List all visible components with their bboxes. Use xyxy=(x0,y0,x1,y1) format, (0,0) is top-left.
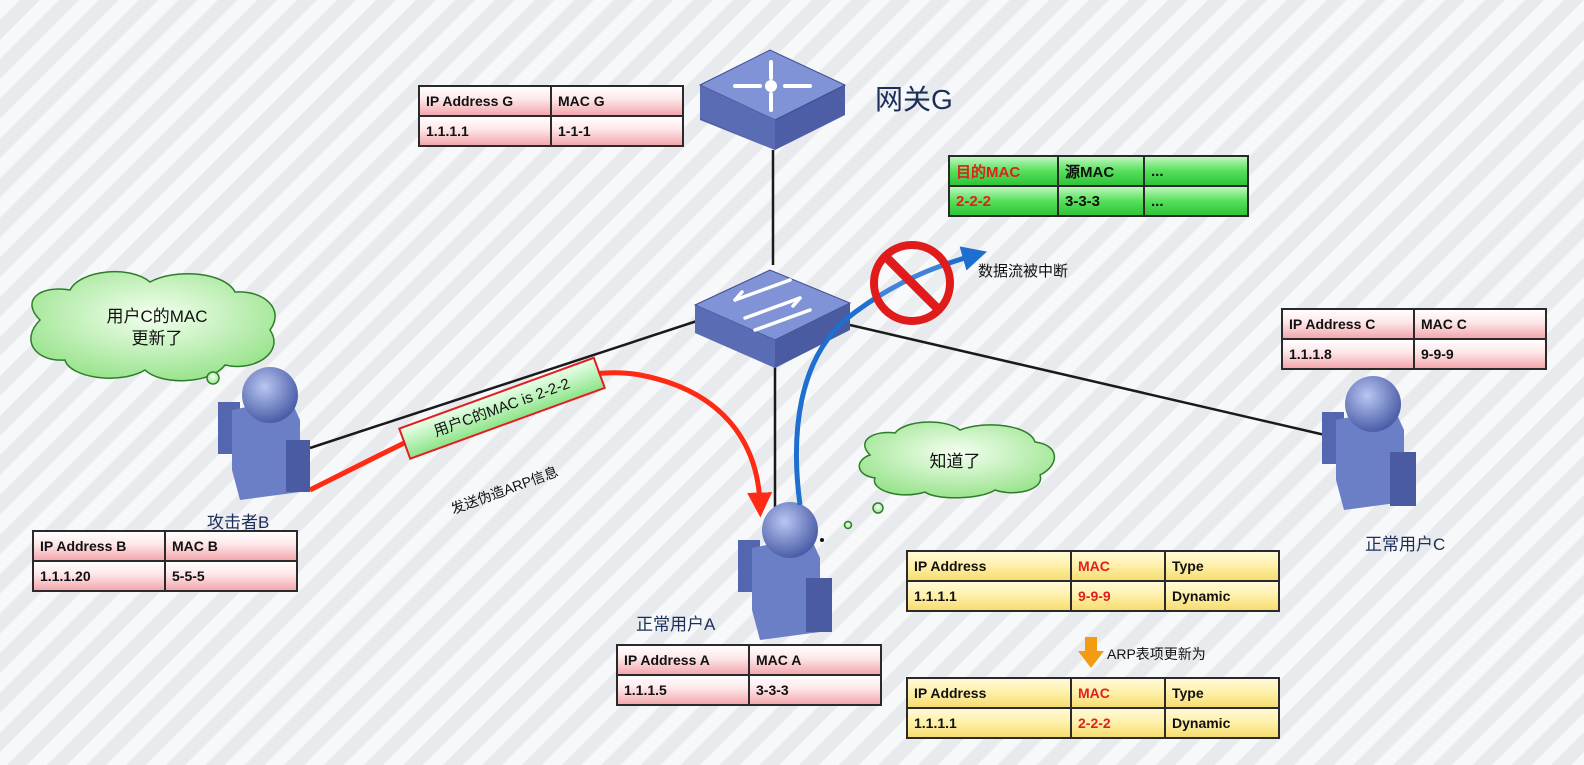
gateway-mac-header: MAC G xyxy=(550,85,684,117)
user-a-label: 正常用户A xyxy=(636,615,716,634)
attacker-cloud-line2: 更新了 xyxy=(131,329,183,348)
blocked-icon xyxy=(870,241,954,325)
arp-after-mac: 2-2-2 xyxy=(1070,707,1166,739)
frame-header-table: 目的MAC 源MAC ... 2-2-2 3-3-3 ... xyxy=(948,155,1249,217)
attacker-mac-table: IP Address B MAC B 1.1.1.20 5-5-5 xyxy=(32,530,298,592)
arp-after-ip: 1.1.1.1 xyxy=(906,707,1072,739)
user-c-ip: 1.1.1.8 xyxy=(1281,338,1415,370)
gateway-router-icon xyxy=(698,49,847,150)
user-a-mac-header: MAC A xyxy=(748,644,882,676)
user-a-mac: 3-3-3 xyxy=(748,674,882,706)
frame-more-value: ... xyxy=(1143,185,1249,217)
user-c-mac: 9-9-9 xyxy=(1413,338,1547,370)
user-a-ip-header: IP Address A xyxy=(616,644,750,676)
src-mac-header: 源MAC xyxy=(1057,155,1145,187)
gateway-label: 网关G xyxy=(875,84,953,115)
arp-after-type: Dynamic xyxy=(1164,707,1280,739)
attacker-ip: 1.1.1.20 xyxy=(32,560,166,592)
dst-mac-header: 目的MAC xyxy=(948,155,1059,187)
src-mac-value: 3-3-3 xyxy=(1057,185,1145,217)
arp-update-label: ARP表项更新为 xyxy=(1107,646,1206,662)
network-links xyxy=(309,150,1326,515)
user-c-mac-header: MAC C xyxy=(1413,308,1547,340)
arp-after-mac-header: MAC xyxy=(1070,677,1166,709)
user-a-person-icon xyxy=(738,502,832,640)
gateway-mac: 1-1-1 xyxy=(550,115,684,147)
user-a-ip: 1.1.1.5 xyxy=(616,674,750,706)
gateway-mac-table: IP Address G MAC G 1.1.1.1 1-1-1 xyxy=(418,85,684,147)
user-c-ip-header: IP Address C xyxy=(1281,308,1415,340)
dst-mac-value: 2-2-2 xyxy=(948,185,1059,217)
user-a-thought-cloud xyxy=(820,421,1056,542)
switch-icon xyxy=(693,269,852,368)
user-c-mac-table: IP Address C MAC C 1.1.1.8 9-9-9 xyxy=(1281,308,1547,370)
arp-after-ip-header: IP Address xyxy=(906,677,1072,709)
attacker-cloud-text: 用户C的MAC 更新了 xyxy=(62,306,252,350)
gateway-ip-header: IP Address G xyxy=(418,85,552,117)
user-a-mac-table: IP Address A MAC A 1.1.1.5 3-3-3 xyxy=(616,644,882,706)
user-a-cloud-text: 知道了 xyxy=(929,452,981,471)
attacker-mac-header: MAC B xyxy=(164,530,298,562)
link-switch-attacker xyxy=(309,318,701,450)
update-arrow-icon xyxy=(1078,637,1104,668)
gateway-ip: 1.1.1.1 xyxy=(418,115,552,147)
attacker-label: 攻击者B xyxy=(207,513,270,532)
attacker-ip-header: IP Address B xyxy=(32,530,166,562)
arp-after-type-header: Type xyxy=(1164,677,1280,709)
attacker-mac: 5-5-5 xyxy=(164,560,298,592)
attacker-person-icon xyxy=(218,367,310,500)
arp-before-ip-header: IP Address xyxy=(906,550,1072,582)
arp-before-ip: 1.1.1.1 xyxy=(906,580,1072,612)
arp-before-mac: 9-9-9 xyxy=(1070,580,1166,612)
user-c-label: 正常用户C xyxy=(1365,535,1446,554)
blocked-label: 数据流被中断 xyxy=(978,263,1069,280)
arp-before-type-header: Type xyxy=(1164,550,1280,582)
arp-table-after: IP Address MAC Type 1.1.1.1 2-2-2 Dynami… xyxy=(906,677,1280,739)
arp-table-before: IP Address MAC Type 1.1.1.1 9-9-9 Dynami… xyxy=(906,550,1280,612)
attacker-thought-cloud xyxy=(30,270,276,385)
arp-before-type: Dynamic xyxy=(1164,580,1280,612)
frame-more-header: ... xyxy=(1143,155,1249,187)
attacker-cloud-line1: 用户C的MAC xyxy=(106,307,208,326)
link-switch-user-c xyxy=(849,323,1326,437)
data-flow-arrow xyxy=(794,246,988,506)
user-c-person-icon xyxy=(1322,376,1416,510)
arp-before-mac-header: MAC xyxy=(1070,550,1166,582)
